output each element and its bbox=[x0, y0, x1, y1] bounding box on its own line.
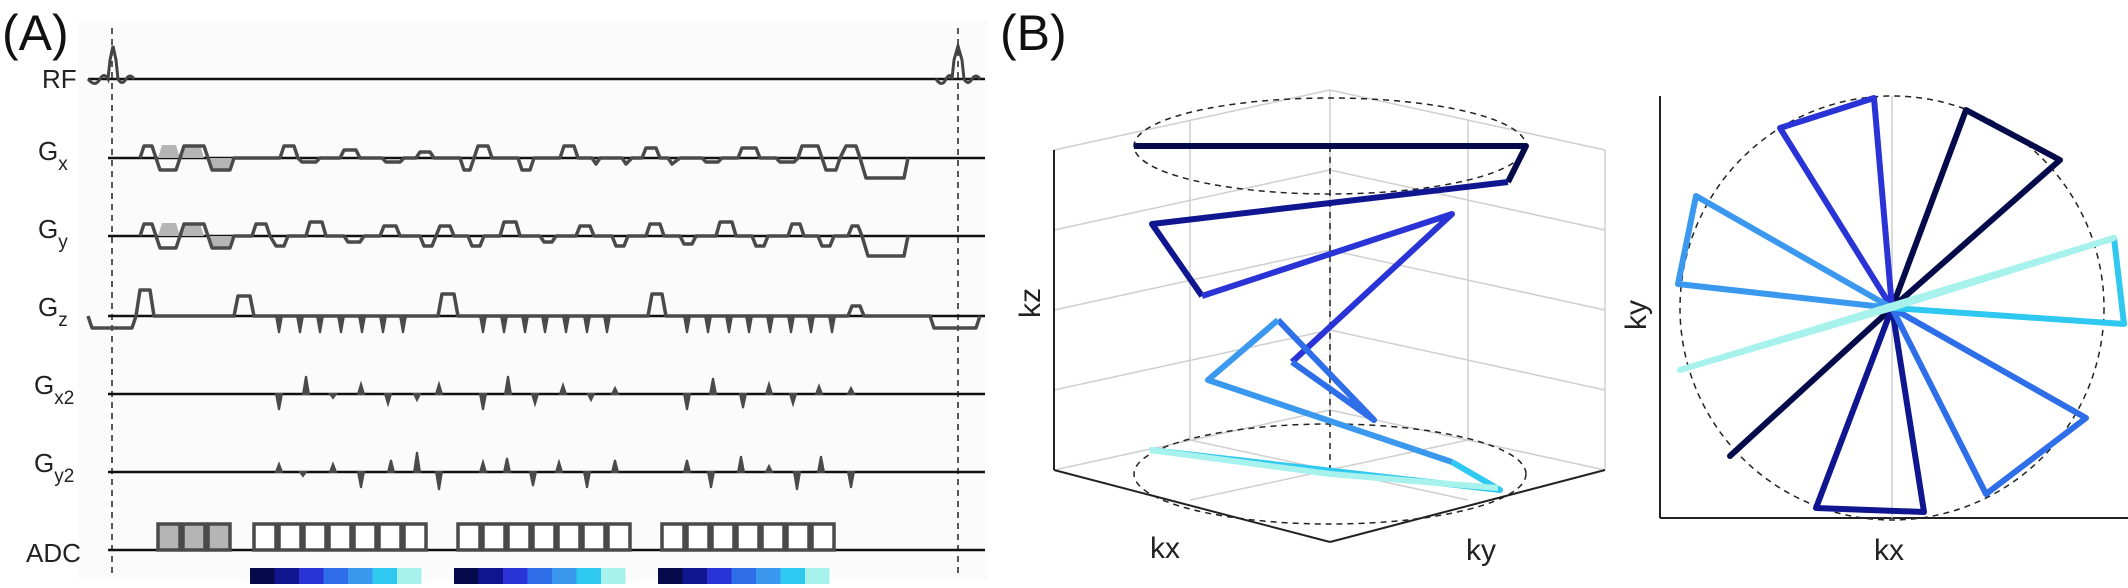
gx2-waveform bbox=[274, 375, 856, 411]
adc-window bbox=[581, 522, 607, 552]
adc-window bbox=[760, 522, 786, 552]
trajectory-3d-segment bbox=[1134, 143, 1529, 184]
colorbar-cell bbox=[454, 568, 479, 584]
trajectory-2d-spoke bbox=[1889, 107, 2063, 311]
adc-window bbox=[785, 522, 811, 552]
channel-label-gx2: Gx2 bbox=[34, 370, 74, 409]
colorbar-cell bbox=[805, 568, 830, 584]
gz-waveform bbox=[86, 288, 982, 334]
svg-text:Gz: Gz bbox=[38, 292, 68, 331]
2d-ylabel: ky bbox=[1620, 300, 1653, 330]
adc-window bbox=[810, 522, 836, 552]
trajectory-2d bbox=[1675, 95, 2127, 515]
trajectory-2d-spoke bbox=[1813, 305, 1927, 515]
trajectory-3d-segment bbox=[1149, 179, 1509, 298]
colorbar-cell bbox=[503, 568, 528, 584]
trajectory-3d-segment bbox=[1201, 211, 1455, 365]
colorbar-cell bbox=[658, 568, 683, 584]
adc-window bbox=[506, 522, 532, 552]
kspace-circle bbox=[1679, 95, 2105, 521]
colorbar-cell bbox=[682, 568, 707, 584]
adc-window bbox=[156, 522, 182, 552]
panel-b-letter: (B) bbox=[1000, 5, 1067, 61]
gx-waveform bbox=[138, 144, 910, 180]
colorbar-cell bbox=[348, 568, 373, 584]
channel-label-gy: Gy bbox=[38, 214, 68, 253]
channel-label-rf: RF bbox=[42, 64, 77, 94]
trajectory-2d-spoke bbox=[1777, 95, 1895, 311]
adc-window bbox=[531, 522, 557, 552]
colorbar-cell bbox=[756, 568, 781, 584]
channel-label-adc: ADC bbox=[26, 538, 81, 568]
pulse-sequence-diagram: (A) RF Gx Gy Gz Gx2 Gy2 ADC bbox=[2, 5, 988, 584]
kx-axis-line bbox=[1053, 469, 1331, 543]
adc-window bbox=[606, 522, 632, 552]
adc-window bbox=[302, 522, 328, 552]
rf-pulse-refocus bbox=[934, 40, 982, 85]
trajectory-2d-spoke bbox=[1889, 305, 2089, 497]
colorbar-cell bbox=[274, 568, 299, 584]
colorbar-cell bbox=[601, 568, 626, 584]
adc-window bbox=[710, 522, 736, 552]
colorbar-cell bbox=[552, 568, 577, 584]
channel-label-gy2: Gy2 bbox=[34, 448, 74, 487]
trajectory-3d bbox=[1134, 143, 1529, 493]
colorbar-cell bbox=[323, 568, 348, 584]
adc-window bbox=[252, 522, 278, 552]
adc-window bbox=[181, 522, 207, 552]
adc-readout-windows bbox=[156, 522, 836, 552]
channel-label-gx: Gx bbox=[38, 136, 68, 175]
colorbar-cell bbox=[527, 568, 552, 584]
trajectory-3d-plot: kx ky kz bbox=[1014, 89, 1606, 567]
adc-window bbox=[456, 522, 482, 552]
trajectory-2d-plot: kx ky bbox=[1620, 95, 2128, 567]
adc-window bbox=[481, 522, 507, 552]
kspace-trajectory-panel: (B) bbox=[1000, 5, 2128, 567]
trajectory-2d-spoke bbox=[1675, 193, 1895, 311]
2d-xlabel: kx bbox=[1874, 534, 1904, 567]
svg-text:ADC: ADC bbox=[26, 538, 81, 568]
adc-window bbox=[685, 522, 711, 552]
ky-axis-line bbox=[1329, 469, 1606, 543]
colorbar-cell bbox=[250, 568, 275, 584]
svg-text:Gx: Gx bbox=[38, 136, 68, 175]
trajectory-3d-segment bbox=[1275, 317, 1377, 423]
colorbar-cell bbox=[707, 568, 732, 584]
adc-window bbox=[377, 522, 403, 552]
colorbar-cell bbox=[731, 568, 756, 584]
svg-text:Gy2: Gy2 bbox=[34, 448, 74, 487]
trajectory-3d-segment bbox=[1205, 317, 1453, 465]
colorbar-cell bbox=[397, 568, 422, 584]
adc-window bbox=[556, 522, 582, 552]
adc-window bbox=[402, 522, 428, 552]
channel-label-gz: Gz bbox=[38, 292, 68, 331]
gy2-waveform bbox=[274, 451, 856, 491]
colorbar-cell bbox=[299, 568, 324, 584]
3d-zlabel: kz bbox=[1014, 288, 1047, 318]
colorbar-cell bbox=[780, 568, 805, 584]
gy-waveform bbox=[138, 220, 910, 258]
svg-text:Gx2: Gx2 bbox=[34, 370, 74, 409]
svg-text:RF: RF bbox=[42, 64, 77, 94]
trajectory-2d-spoke bbox=[1727, 305, 1895, 459]
colorbar-cell bbox=[478, 568, 503, 584]
3d-xlabel: kx bbox=[1150, 532, 1180, 565]
adc-window bbox=[206, 522, 232, 552]
3d-ylabel: ky bbox=[1466, 534, 1496, 567]
adc-window bbox=[352, 522, 378, 552]
adc-window bbox=[735, 522, 761, 552]
colorbar-cell bbox=[372, 568, 397, 584]
svg-text:Gy: Gy bbox=[38, 214, 68, 253]
adc-window bbox=[277, 522, 303, 552]
adc-window bbox=[327, 522, 353, 552]
rf-pulse-excitation bbox=[86, 45, 136, 85]
adc-window bbox=[660, 522, 686, 552]
trajectory-3d-segment bbox=[1149, 447, 1499, 491]
trajectory-2d-spoke bbox=[1677, 235, 2117, 373]
echo-colorbars bbox=[250, 568, 830, 584]
colorbar-cell bbox=[576, 568, 601, 584]
panel-a-letter: (A) bbox=[2, 5, 69, 61]
